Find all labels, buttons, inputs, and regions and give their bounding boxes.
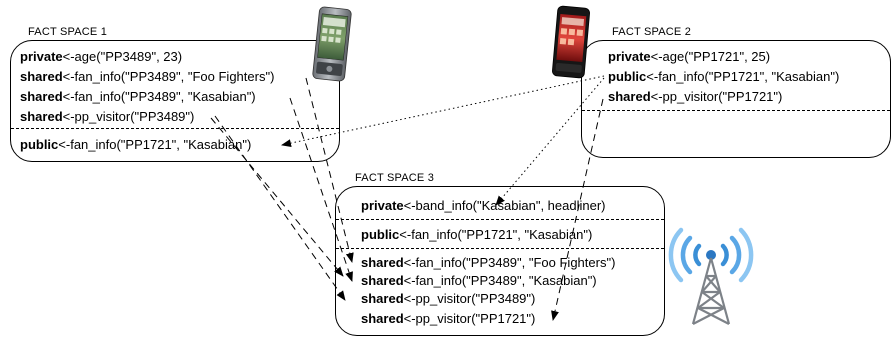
- fact-keyword: shared: [361, 273, 404, 288]
- fact-space-3-fact-2: public<-fan_info("PP1721", "Kasabian"): [361, 227, 592, 242]
- fact-body: <-fan_info("PP1721", "Kasabian"): [646, 69, 840, 84]
- fact-body: <-fan_info("PP3489", "Kasabian"): [62, 89, 256, 104]
- radio-tower-icon: [668, 227, 754, 325]
- fact-keyword: shared: [361, 311, 404, 326]
- fact-space-3-fact-6: shared<-pp_visitor("PP1721"): [361, 311, 535, 326]
- fact-space-2-fact-1: private<-age("PP1721", 25): [608, 49, 770, 64]
- fact-space-3-divider-1: [336, 219, 664, 220]
- fact-space-3-box: [335, 186, 665, 336]
- fact-keyword: private: [361, 198, 404, 213]
- fact-keyword: public: [608, 69, 647, 84]
- fact-keyword: shared: [20, 109, 63, 124]
- fact-keyword: public: [361, 227, 400, 242]
- fact-space-3-fact-3: shared<-fan_info("PP3489", "Foo Fighters…: [361, 255, 615, 270]
- fact-space-2-title: FACT SPACE 2: [612, 26, 692, 38]
- fact-space-1-divider: [11, 128, 339, 129]
- fact-body: <-pp_visitor("PP1721"): [650, 89, 783, 104]
- fact-space-2-fact-2: public<-fan_info("PP1721", "Kasabian"): [608, 69, 839, 84]
- fact-body: <-fan_info("PP3489", "Kasabian"): [403, 273, 597, 288]
- fact-keyword: shared: [20, 89, 63, 104]
- fact-body: <-age("PP3489", 23): [62, 49, 183, 64]
- fact-keyword: shared: [361, 255, 404, 270]
- fact-space-1-fact-1: private<-age("PP3489", 23): [20, 49, 182, 64]
- fact-body: <-pp_visitor("PP1721"): [403, 311, 536, 326]
- fact-space-2-fact-3: shared<-pp_visitor("PP1721"): [608, 89, 782, 104]
- fact-space-2-box: [581, 40, 891, 158]
- fact-space-2-divider: [582, 110, 890, 111]
- fact-space-3-title: FACT SPACE 3: [355, 172, 435, 184]
- fact-space-1-fact-5: public<-fan_info("PP1721", "Kasabian"): [20, 137, 251, 152]
- fact-keyword: public: [20, 137, 59, 152]
- fact-keyword: private: [20, 49, 63, 64]
- fact-keyword: shared: [361, 291, 404, 306]
- fact-space-3-fact-4: shared<-fan_info("PP3489", "Kasabian"): [361, 273, 597, 288]
- phone-icon: [552, 5, 590, 79]
- fact-body: <-fan_info("PP3489", "Foo Fighters"): [62, 69, 275, 84]
- fact-space-3-divider-2: [336, 248, 664, 249]
- fact-body: <-fan_info("PP3489", "Foo Fighters"): [403, 255, 616, 270]
- fact-space-1-fact-4: shared<-pp_visitor("PP3489"): [20, 109, 194, 124]
- fact-space-1-fact-3: shared<-fan_info("PP3489", "Kasabian"): [20, 89, 256, 104]
- fact-keyword: private: [608, 49, 651, 64]
- fact-space-3-fact-5: shared<-pp_visitor("PP3489"): [361, 291, 535, 306]
- fact-space-1-fact-2: shared<-fan_info("PP3489", "Foo Fighters…: [20, 69, 274, 84]
- fact-space-1-title: FACT SPACE 1: [28, 26, 108, 38]
- fact-body: <-pp_visitor("PP3489"): [62, 109, 195, 124]
- fact-keyword: shared: [608, 89, 651, 104]
- fact-keyword: shared: [20, 69, 63, 84]
- fact-body: <-band_info("Kasabian", headliner): [403, 198, 606, 213]
- fact-space-3-fact-1: private<-band_info("Kasabian", headliner…: [361, 198, 605, 213]
- fact-body: <-pp_visitor("PP3489"): [403, 291, 536, 306]
- fact-body: <-fan_info("PP1721", "Kasabian"): [58, 137, 252, 152]
- fact-body: <-fan_info("PP1721", "Kasabian"): [399, 227, 593, 242]
- phone-icon: [312, 6, 352, 82]
- fact-body: <-age("PP1721", 25): [650, 49, 771, 64]
